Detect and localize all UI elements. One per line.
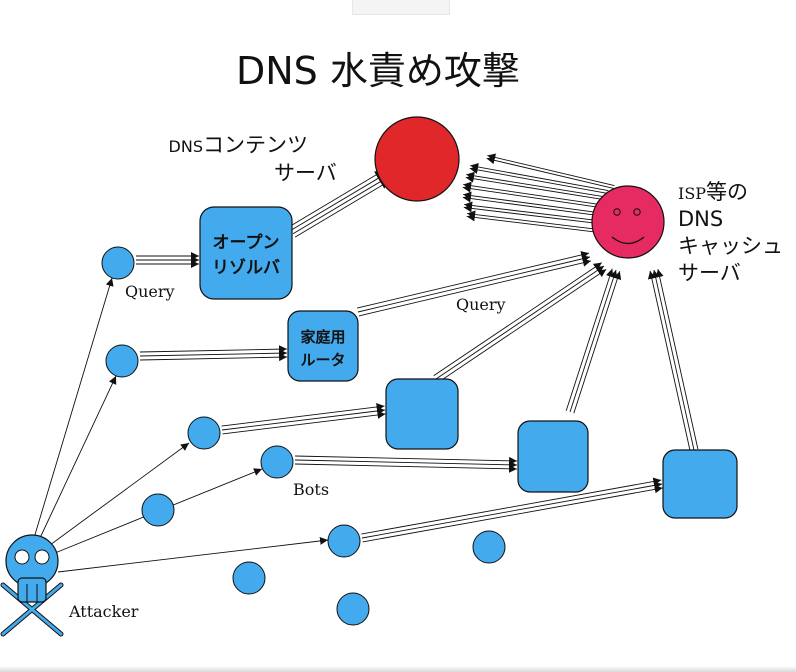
attacker-to-bot3-arrow-1 bbox=[49, 442, 190, 546]
device2-to-isp-cache-arrow-1 bbox=[565, 268, 614, 411]
attacker-to-bot1-arrow-1 bbox=[33, 277, 114, 539]
bot6-to-device3-arrow-2 bbox=[361, 481, 663, 539]
bot-node-8 bbox=[232, 561, 266, 595]
isp-cache-to-content-server-1-arrow-1 bbox=[486, 156, 614, 189]
bot-node-2 bbox=[105, 344, 139, 378]
attacker-icon bbox=[0, 534, 64, 637]
query-label-left: Query bbox=[125, 282, 175, 301]
open-resolver-box bbox=[199, 206, 293, 300]
content-server-label-line2: サーバ bbox=[274, 161, 337, 185]
isp-cache-face bbox=[591, 185, 665, 259]
isp-cache-to-content-server-6-arrow-1 bbox=[463, 204, 598, 224]
device3-to-isp-cache-arrow-2 bbox=[651, 269, 695, 451]
bot-node-4 bbox=[260, 445, 294, 479]
isp-cache-label-line3: キャッシュ bbox=[678, 234, 783, 258]
isp-cache-to-content-server-1-arrow-2 bbox=[487, 153, 615, 186]
home-router-label-line1: 家庭用 bbox=[300, 328, 345, 346]
isp-cache-to-content-server-4-arrow-1 bbox=[462, 184, 600, 208]
page-title: DNS 水責め攻撃 bbox=[236, 49, 520, 93]
bot2-to-home-router-arrow-1 bbox=[139, 345, 287, 354]
isp-cache-label-line2: DNS bbox=[678, 207, 723, 231]
open-resolver-label-line2: リゾルバ bbox=[212, 258, 280, 278]
isp-cache-smile bbox=[611, 236, 645, 245]
content-server-label-line1: DNSコンテンツ bbox=[169, 133, 308, 157]
device1-to-isp-cache-arrow-3 bbox=[437, 268, 607, 383]
device1-to-isp-cache-arrow-1 bbox=[433, 262, 603, 377]
bot6-to-device3-arrow-3 bbox=[362, 485, 663, 543]
isp-cache-to-content-server-7-arrow-2 bbox=[467, 210, 600, 230]
slide-shadow bbox=[0, 666, 796, 672]
home-router-to-isp-cache-arrow-1 bbox=[356, 251, 590, 309]
device1-to-isp-cache-arrow-2 bbox=[435, 265, 605, 380]
open-resolver-to-content-server-arrow-1 bbox=[288, 170, 384, 228]
bot3-to-device1-arrow-3 bbox=[222, 410, 386, 435]
attacker-to-bot6-arrow-1 bbox=[57, 536, 329, 573]
isp-cache-label-line4: サーバ bbox=[678, 261, 741, 285]
open-resolver-label-line1: オープン bbox=[213, 232, 280, 253]
slide-tab bbox=[352, 0, 450, 15]
bot-node-3 bbox=[187, 416, 221, 450]
open-resolver-to-content-server-arrow-4 bbox=[294, 180, 390, 238]
device-box-2 bbox=[517, 420, 589, 493]
bot-node-1 bbox=[101, 246, 135, 280]
isp-cache-to-content-server-2-arrow-1 bbox=[469, 165, 608, 194]
isp-cache-server-node bbox=[591, 185, 665, 259]
isp-cache-to-content-server-2-arrow-2 bbox=[470, 163, 609, 191]
isp-cache-label-isp: ISP bbox=[678, 184, 706, 203]
bot4-to-device2-arrow-3 bbox=[294, 463, 517, 473]
isp-cache-to-content-server-3-arrow-1 bbox=[465, 174, 603, 200]
attacker-jaw bbox=[17, 577, 47, 603]
attacker-bone-2-fill bbox=[1, 583, 63, 636]
isp-cache-to-content-server-5-arrow-2 bbox=[463, 191, 599, 213]
isp-cache-to-content-server-7-arrow-1 bbox=[466, 213, 599, 233]
bots-label: Bots bbox=[293, 480, 329, 499]
query-label-mid: Query bbox=[456, 295, 506, 314]
attacker-to-bot2-arrow-1 bbox=[39, 375, 117, 539]
bot3-to-device1-arrow-2 bbox=[221, 407, 386, 431]
bot-node-6 bbox=[327, 524, 361, 558]
device-box-1 bbox=[385, 378, 459, 450]
bot-node-5 bbox=[141, 493, 175, 527]
home-router-box bbox=[287, 310, 359, 382]
bot6-to-device3-arrow-1 bbox=[361, 477, 662, 535]
isp-cache-right-eye bbox=[633, 208, 641, 216]
attacker-right-eye bbox=[34, 549, 50, 565]
device-box-3 bbox=[662, 449, 738, 519]
device3-to-isp-cache-arrow-3 bbox=[655, 269, 699, 450]
device2-to-isp-cache-arrow-2 bbox=[569, 269, 618, 413]
isp-cache-to-content-server-4-arrow-2 bbox=[463, 181, 601, 205]
bot3-to-device1-arrow-1 bbox=[221, 403, 385, 427]
device2-to-isp-cache-arrow-3 bbox=[573, 271, 622, 414]
content-server-label-dns: DNS bbox=[169, 137, 203, 156]
isp-cache-label-tou: 等の bbox=[706, 180, 748, 204]
device3-to-isp-cache-arrow-1 bbox=[647, 270, 691, 451]
bot4-to-device2-arrow-1 bbox=[295, 455, 518, 465]
isp-cache-left-eye bbox=[613, 208, 621, 216]
bot4-to-device2-arrow-2 bbox=[294, 459, 518, 469]
bot-node-9 bbox=[336, 592, 370, 626]
home-router-to-isp-cache-arrow-3 bbox=[358, 258, 592, 317]
content-server-label-rest: コンテンツ bbox=[203, 133, 308, 157]
attacker-left-eye bbox=[14, 549, 30, 565]
open-resolver-to-content-server-arrow-2 bbox=[290, 173, 386, 231]
isp-cache-label-line1: ISP等の bbox=[678, 180, 748, 204]
arrows-layer bbox=[33, 153, 699, 573]
bot-node-7 bbox=[472, 530, 506, 564]
isp-cache-to-content-server-3-arrow-2 bbox=[466, 171, 604, 197]
home-router-to-isp-cache-arrow-2 bbox=[357, 254, 591, 313]
open-resolver-to-content-server-arrow-3 bbox=[292, 177, 388, 235]
bot2-to-home-router-arrow-3 bbox=[140, 353, 288, 362]
isp-cache-to-content-server-6-arrow-2 bbox=[464, 201, 599, 221]
home-router-label-line2: ルータ bbox=[300, 351, 345, 369]
bot2-to-home-router-arrow-2 bbox=[139, 349, 288, 358]
isp-cache-to-content-server-5-arrow-1 bbox=[462, 194, 598, 216]
attacker-label: Attacker bbox=[68, 602, 139, 621]
content-server-node bbox=[374, 116, 460, 202]
